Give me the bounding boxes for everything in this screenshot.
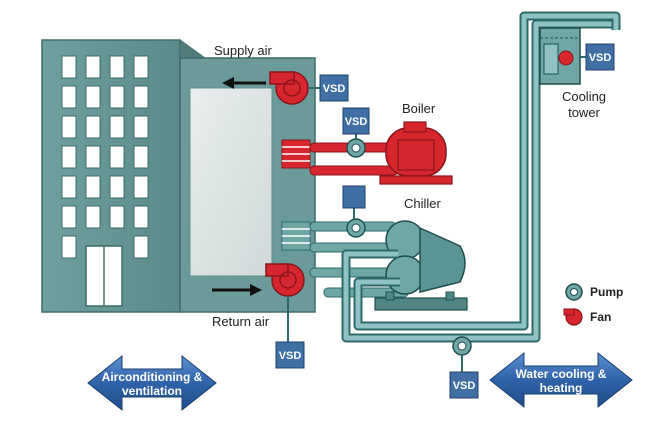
building-window <box>133 115 149 139</box>
building-window <box>85 115 101 139</box>
legend-fan-label: Fan <box>590 310 611 324</box>
vsd-hot-water-pump: VSD <box>342 107 370 135</box>
cooling-tower-label-line2: tower <box>568 105 600 120</box>
building-window <box>85 85 101 109</box>
supply-air-label: Supply air <box>214 43 272 58</box>
building-window <box>109 55 125 79</box>
building-window <box>61 115 77 139</box>
building-window <box>61 205 77 229</box>
building-window <box>109 175 125 199</box>
vsd-cooling-tower-fan: VSD <box>585 43 615 71</box>
return-fan-icon <box>265 263 305 297</box>
legend-pump-label: Pump <box>590 285 623 299</box>
building-window <box>109 115 125 139</box>
vsd-label: VSD <box>453 380 476 392</box>
vsd-label: VSD <box>279 350 302 362</box>
building-window <box>85 175 101 199</box>
building-door <box>85 245 123 307</box>
building-window <box>133 205 149 229</box>
return-air-flow-arrow <box>212 284 262 296</box>
chiller <box>374 220 468 311</box>
chilled-water-pump-icon <box>346 218 366 238</box>
building-window <box>85 205 101 229</box>
water-cooling-heating-arrow: Water cooling & heating <box>489 351 633 409</box>
building-window <box>109 85 125 109</box>
building-window <box>133 145 149 169</box>
water-cooling-arrow-line2: heating <box>540 381 583 395</box>
condenser-water-loop <box>341 11 621 343</box>
heating-coil <box>281 139 311 169</box>
building-window <box>61 235 77 259</box>
cooling-tower <box>539 27 581 85</box>
building-window <box>85 145 101 169</box>
airconditioning-arrow-line2: ventilation <box>122 384 182 398</box>
supply-air-flow-arrow <box>222 77 266 89</box>
building-window <box>85 55 101 79</box>
vsd-condenser-pump: VSD <box>449 371 479 399</box>
airconditioning-ventilation-arrow: Airconditioning & ventilation <box>87 354 217 412</box>
building-window <box>61 145 77 169</box>
chiller-label: Chiller <box>404 196 442 211</box>
hot-water-pump-icon <box>346 138 366 158</box>
building-window <box>109 145 125 169</box>
vsd-label: VSD <box>589 52 612 64</box>
chilled-water-controller <box>342 185 366 209</box>
return-air-label: Return air <box>212 314 270 329</box>
legend: Pump Fan <box>563 283 623 326</box>
building-window <box>61 55 77 79</box>
vsd-label: VSD <box>323 83 346 95</box>
vsd-return-fan: VSD <box>275 341 305 369</box>
building-window <box>109 205 125 229</box>
building-window <box>61 85 77 109</box>
legend-fan-icon <box>563 308 583 326</box>
supply-fan-icon <box>269 71 309 105</box>
boiler <box>379 121 453 185</box>
boiler-label: Boiler <box>402 101 436 116</box>
building-window <box>61 175 77 199</box>
building-window <box>133 55 149 79</box>
cooling-tower-label-line1: Cooling <box>562 89 606 104</box>
air-handler-core <box>189 87 273 277</box>
condenser-pump-icon <box>452 336 472 356</box>
cooling-tower-fan-icon <box>558 50 574 66</box>
airconditioning-arrow-line1: Airconditioning & <box>102 370 203 384</box>
window-grid <box>61 55 149 259</box>
building-window <box>133 235 149 259</box>
building-window <box>133 85 149 109</box>
cooling-coil <box>281 221 311 251</box>
building-window <box>133 175 149 199</box>
vsd-supply-fan: VSD <box>319 74 349 102</box>
water-cooling-arrow-line1: Water cooling & <box>516 367 607 381</box>
legend-pump-icon <box>565 283 583 301</box>
vsd-label: VSD <box>345 116 368 128</box>
